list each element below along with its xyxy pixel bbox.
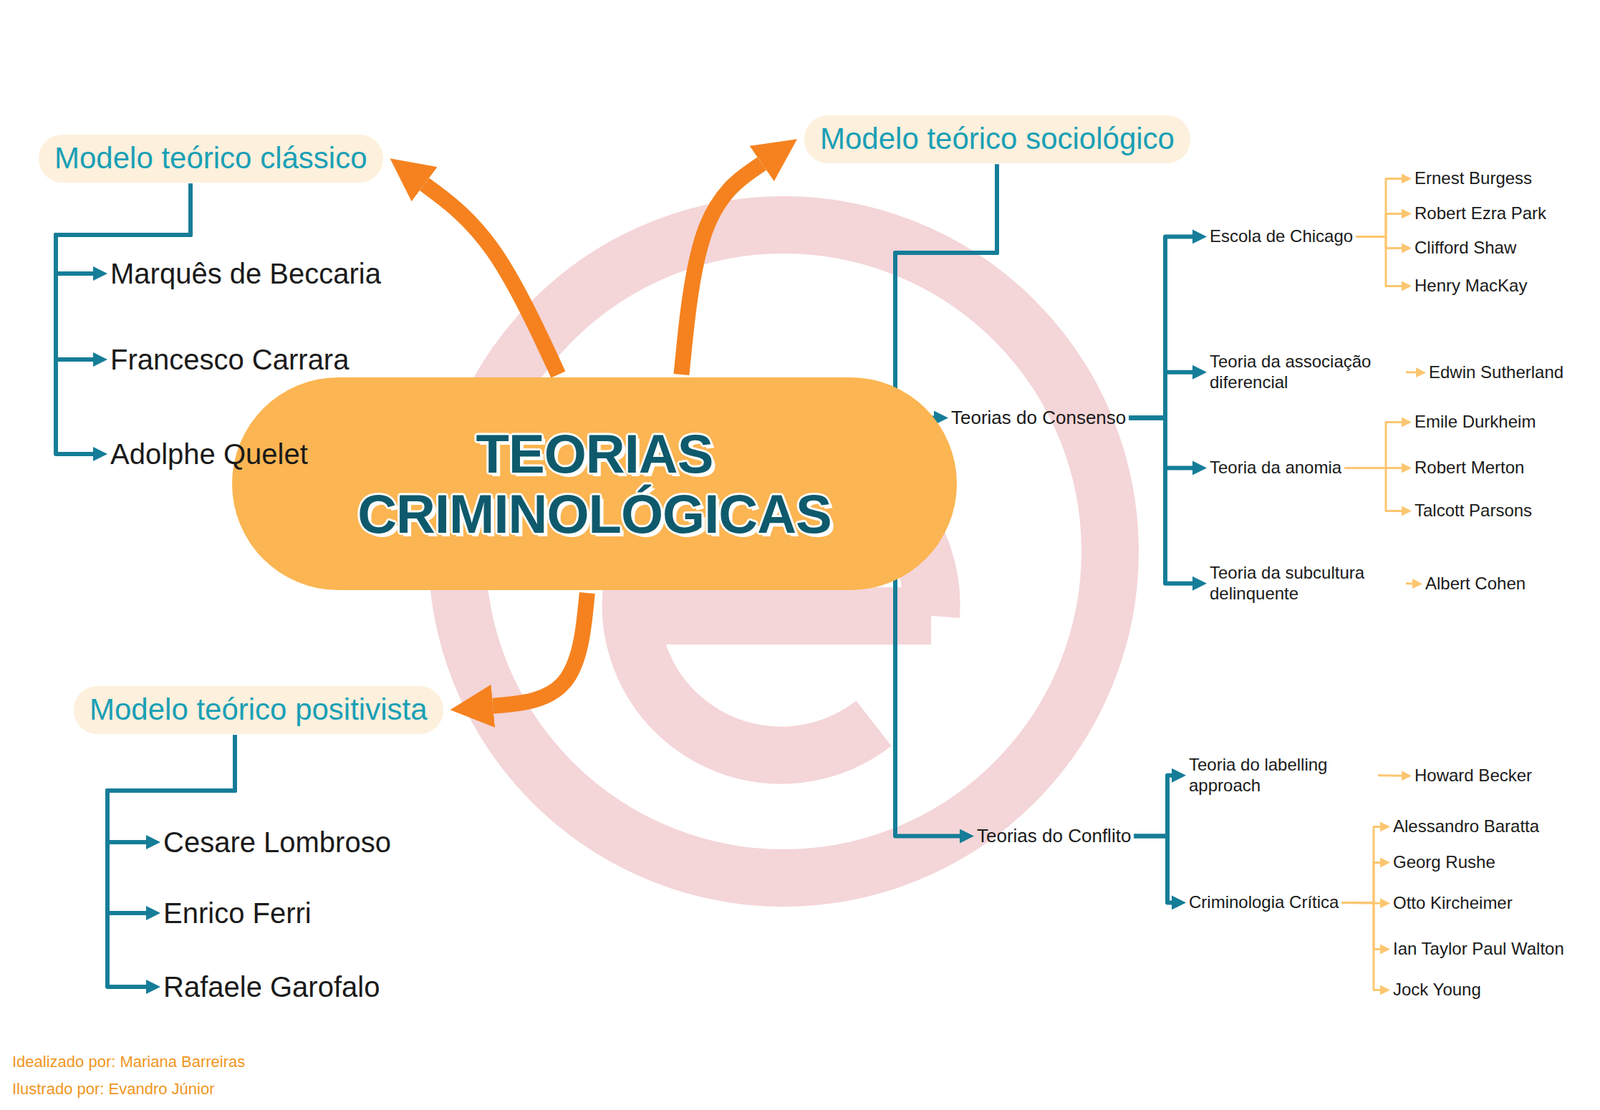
connector-arrow bbox=[1405, 370, 1416, 374]
theory-item: Ernest Burgess bbox=[1414, 168, 1532, 190]
node-text: Teoria do labelling approach bbox=[1188, 754, 1376, 797]
model-heading-pill: Modelo teórico positivista bbox=[73, 686, 444, 735]
theory-item: Teoria da associação diferencial bbox=[1209, 351, 1404, 394]
author-name: Francesco Carrara bbox=[110, 342, 349, 377]
node-text: Emile Durkheim bbox=[1414, 411, 1536, 433]
connector-arrow bbox=[107, 735, 235, 987]
theory-item: Robert Ezra Park bbox=[1414, 203, 1547, 225]
node-text: Albert Cohen bbox=[1425, 573, 1526, 595]
node-text: Clifford Shaw bbox=[1414, 237, 1517, 259]
node-text: Otto Kircheimer bbox=[1393, 893, 1513, 914]
author-name: Marquês de Beccaria bbox=[110, 256, 382, 291]
connector-arrow bbox=[1344, 421, 1402, 468]
node-text: Georg Rushe bbox=[1393, 852, 1496, 874]
node-text: Alessandro Baratta bbox=[1393, 816, 1540, 838]
connector-arrow bbox=[1355, 178, 1402, 237]
connector-arrow bbox=[1405, 582, 1413, 585]
node-text: Cesare Lombroso bbox=[163, 825, 392, 860]
theory-item: Teoria da anomia bbox=[1209, 457, 1342, 479]
theory-item: Teoria do labelling approach bbox=[1188, 754, 1376, 797]
node-text: Rafaele Garofalo bbox=[163, 969, 380, 1005]
theory-group: Teorias do Conflito bbox=[976, 825, 1131, 848]
theory-group: Teorias do Consenso bbox=[951, 406, 1126, 430]
theory-item: Talcott Parsons bbox=[1414, 500, 1532, 522]
theory-item: Albert Cohen bbox=[1425, 573, 1526, 595]
author-name: Enrico Ferri bbox=[163, 895, 312, 931]
author-name: Rafaele Garofalo bbox=[163, 969, 380, 1005]
connector-arrow bbox=[681, 163, 762, 375]
theory-item: Robert Merton bbox=[1414, 457, 1525, 479]
theory-item: Henry MacKay bbox=[1414, 275, 1527, 297]
node-text: Edwin Sutherland bbox=[1428, 362, 1564, 384]
connector-arrow bbox=[1355, 236, 1402, 248]
node-text: Talcott Parsons bbox=[1414, 500, 1532, 522]
connector-arrow bbox=[492, 593, 588, 707]
theory-item: Criminologia Crítica bbox=[1188, 892, 1339, 914]
theory-item: Ian Taylor Paul Walton bbox=[1393, 938, 1565, 960]
node-text: Teorias do Consenso bbox=[951, 406, 1126, 430]
node-text: Robert Ezra Park bbox=[1414, 203, 1547, 225]
connector-arrow bbox=[1341, 862, 1381, 903]
connector-arrow bbox=[1377, 774, 1402, 777]
node-text: Criminologia Crítica bbox=[1188, 892, 1339, 914]
node-text: Teorias do Conflito bbox=[976, 825, 1131, 848]
node-text: Howard Becker bbox=[1414, 765, 1532, 787]
theory-item: Edwin Sutherland bbox=[1428, 362, 1564, 384]
connector-arrow bbox=[55, 184, 191, 455]
connector-arrow bbox=[1341, 826, 1381, 903]
theory-item: Howard Becker bbox=[1414, 765, 1532, 787]
connector-arrow bbox=[1341, 902, 1381, 990]
credit-note: Idealizado por: Mariana Barreiras bbox=[12, 1052, 245, 1072]
theory-item: Otto Kircheimer bbox=[1393, 893, 1513, 914]
theory-item: Teoria da subcultura delinquente bbox=[1209, 562, 1404, 605]
node-text: Teoria da associação diferencial bbox=[1209, 351, 1404, 394]
author-name: Adolphe Quelet bbox=[110, 436, 308, 472]
node-text: Jock Young bbox=[1393, 979, 1482, 1001]
credit-note: Ilustrado por: Evandro Júnior bbox=[12, 1080, 215, 1099]
node-text: Adolphe Quelet bbox=[110, 436, 308, 472]
theory-item: Clifford Shaw bbox=[1414, 237, 1517, 259]
theory-item: Alessandro Baratta bbox=[1393, 816, 1540, 838]
connector-arrow bbox=[1128, 418, 1193, 584]
node-text: Marquês de Beccaria bbox=[110, 256, 382, 291]
theory-item: Emile Durkheim bbox=[1414, 411, 1536, 433]
node-text: Modelo teórico clássico bbox=[54, 138, 368, 179]
node-text: Modelo teórico sociológico bbox=[820, 119, 1175, 159]
author-name: Cesare Lombroso bbox=[163, 825, 392, 860]
node-text: Ernest Burgess bbox=[1414, 168, 1532, 190]
node-text: Escola de Chicago bbox=[1209, 226, 1353, 248]
connector-arrow bbox=[1128, 372, 1193, 419]
node-text: TEORIAS CRIMINOLÓGICAS bbox=[272, 423, 917, 544]
node-text: Henry MacKay bbox=[1414, 275, 1527, 297]
connector-arrow bbox=[1355, 236, 1402, 286]
theory-item: Jock Young bbox=[1393, 979, 1482, 1001]
node-text: Ian Taylor Paul Walton bbox=[1393, 938, 1565, 960]
connector-arrow bbox=[1128, 236, 1193, 418]
connector-arrow bbox=[1133, 836, 1172, 904]
central-topic-pill: TEORIAS CRIMINOLÓGICAS bbox=[232, 377, 957, 591]
theory-item: Georg Rushe bbox=[1393, 852, 1496, 874]
connector-arrow bbox=[107, 735, 235, 914]
node-text: Modelo teórico positivista bbox=[89, 690, 428, 730]
node-text: Robert Merton bbox=[1414, 457, 1525, 479]
node-text: Francesco Carrara bbox=[110, 342, 349, 377]
model-heading-pill: Modelo teórico clássico bbox=[38, 134, 384, 183]
theory-item: Escola de Chicago bbox=[1209, 226, 1353, 248]
connector-arrow bbox=[424, 184, 559, 375]
node-text: Teoria da anomia bbox=[1209, 457, 1342, 479]
model-heading-pill: Modelo teórico sociológico bbox=[804, 115, 1191, 164]
node-text: Teoria da subcultura delinquente bbox=[1209, 562, 1404, 605]
connector-arrow bbox=[1355, 213, 1402, 237]
connector-arrow bbox=[1128, 418, 1193, 469]
node-text: Enrico Ferri bbox=[163, 895, 312, 931]
connector-arrow bbox=[1133, 775, 1172, 837]
connector-arrow bbox=[895, 164, 997, 419]
connector-arrow bbox=[1344, 467, 1402, 511]
